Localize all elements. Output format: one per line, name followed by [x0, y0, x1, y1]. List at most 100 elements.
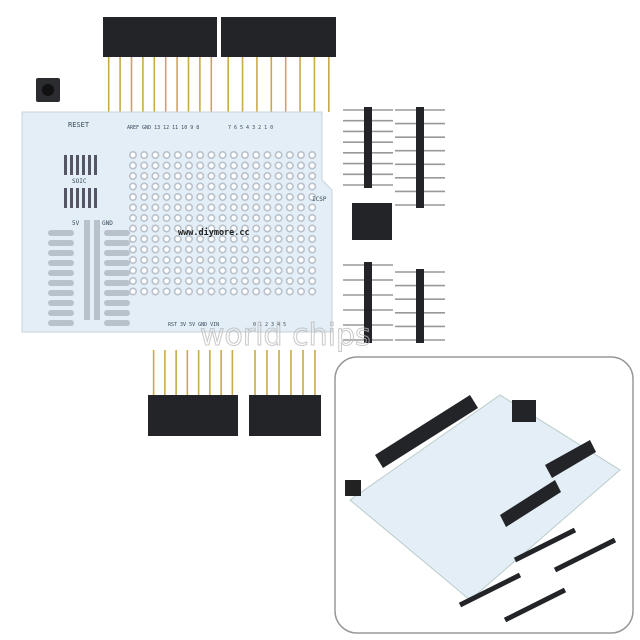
pad-hole: [229, 193, 238, 202]
pad-hole: [263, 235, 272, 244]
inset-header: [500, 480, 561, 527]
pad-hole: [285, 151, 294, 160]
top-left-pin-labels: AREF GND 13 12 11 10 9 8: [127, 125, 199, 131]
pad-hole: [274, 151, 283, 160]
soic-pad: [64, 155, 67, 175]
inset-male-header: [503, 587, 567, 623]
pad-hole: [129, 151, 138, 160]
pad-hole: [151, 193, 160, 202]
pad-hole: [140, 276, 149, 285]
pad-hole: [252, 182, 261, 191]
pad-hole: [173, 224, 182, 233]
pad-hole: [173, 276, 182, 285]
pad-hole: [162, 203, 171, 212]
pin-headers: [103, 17, 445, 436]
pad-hole: [263, 161, 272, 170]
pad-hole: [207, 203, 216, 212]
pad-hole: [196, 214, 205, 223]
pad-hole: [252, 235, 261, 244]
pad-hole: [285, 224, 294, 233]
pad-strip: [48, 280, 74, 286]
pad-hole: [218, 245, 227, 254]
inset-male-header: [458, 572, 522, 608]
pad-hole: [252, 266, 261, 275]
pad-hole: [241, 245, 250, 254]
pad-hole: [196, 255, 205, 264]
soic-pad: [94, 155, 97, 175]
pad-hole: [162, 276, 171, 285]
pad-hole: [218, 182, 227, 191]
pad-strip: [104, 290, 130, 296]
pad-hole: [263, 224, 272, 233]
soic-pad: [88, 188, 91, 208]
pad-hole: [129, 203, 138, 212]
pad-hole: [162, 266, 171, 275]
pad-hole: [207, 276, 216, 285]
pad-hole: [274, 255, 283, 264]
icsp-female-header: [352, 203, 392, 240]
icsp-label: ICSP: [312, 196, 327, 203]
pad-hole: [207, 182, 216, 191]
pad-hole: [241, 193, 250, 202]
pad-hole: [308, 182, 317, 191]
pad-hole: [140, 255, 149, 264]
pad-hole: [185, 151, 194, 160]
soic-label: SOIC: [72, 178, 87, 185]
pad-hole: [252, 172, 261, 181]
pad-hole: [229, 266, 238, 275]
pad-hole: [296, 172, 305, 181]
pad-hole: [151, 151, 160, 160]
inset-board: [349, 394, 621, 601]
pad-hole: [185, 245, 194, 254]
pad-hole: [173, 245, 182, 254]
pad-hole: [252, 276, 261, 285]
pad-hole: [162, 172, 171, 181]
soic-pad: [76, 188, 79, 208]
pad-hole: [252, 245, 261, 254]
pad-hole: [196, 287, 205, 296]
pad-hole: [285, 235, 294, 244]
pad-hole: [129, 245, 138, 254]
pad-hole: [241, 203, 250, 212]
pad-hole: [296, 276, 305, 285]
pad-hole: [151, 214, 160, 223]
pad-hole: [140, 172, 149, 181]
pad-hole: [296, 287, 305, 296]
pad-hole: [308, 224, 317, 233]
inset-icsp-header: [512, 400, 536, 422]
pad-strip: [48, 240, 74, 246]
reset-label: RESET: [68, 121, 90, 129]
pad-hole: [274, 214, 283, 223]
pad-hole: [296, 224, 305, 233]
pad-hole: [185, 224, 194, 233]
pad-strip: [104, 260, 130, 266]
pad-hole: [241, 235, 250, 244]
pad-hole: [173, 161, 182, 170]
pad-hole: [140, 151, 149, 160]
pad-hole: [173, 151, 182, 160]
pad-hole: [140, 161, 149, 170]
pad-hole: [263, 172, 272, 181]
inset-male-header: [513, 527, 577, 563]
pad-hole: [196, 245, 205, 254]
pad-hole: [173, 214, 182, 223]
pad-strip: [104, 240, 130, 246]
pad-hole: [285, 182, 294, 191]
pad-hole: [263, 287, 272, 296]
pad-hole: [296, 266, 305, 275]
pad-hole: [207, 193, 216, 202]
pad-hole: [207, 266, 216, 275]
pad-hole: [285, 266, 294, 275]
power-pin-labels: RST 3V 5V GND VIN: [168, 322, 219, 328]
pad-hole: [229, 245, 238, 254]
pad-hole: [218, 214, 227, 223]
pad-hole: [129, 255, 138, 264]
pad-hole: [241, 172, 250, 181]
male-header-strip: [416, 269, 424, 343]
pad-strip: [104, 310, 130, 316]
pad-hole: [162, 182, 171, 191]
soic-pad: [64, 188, 67, 208]
pad-hole: [274, 276, 283, 285]
female-header: [103, 17, 217, 57]
